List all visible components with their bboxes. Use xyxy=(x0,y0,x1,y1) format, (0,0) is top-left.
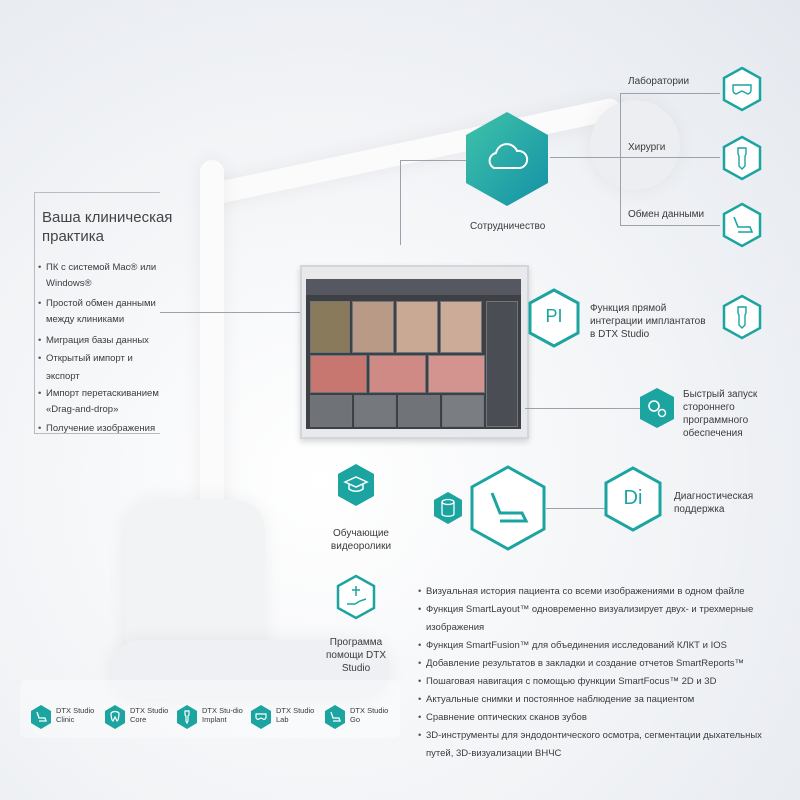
xray-image xyxy=(442,395,484,427)
product-icon-go xyxy=(324,704,346,730)
dental-chair-icon xyxy=(490,492,529,523)
dental-chair-icon xyxy=(733,216,754,233)
connector-line xyxy=(620,93,621,226)
connector-line xyxy=(400,160,401,245)
feature-item: Актуальные снимки и постоянное наблюдени… xyxy=(418,691,788,709)
connector-line xyxy=(620,225,720,226)
feature-item: Добавление результатов в закладки и созд… xyxy=(418,655,788,673)
diagnostic-icon-text: Di xyxy=(623,487,643,509)
software-toolbar xyxy=(306,279,521,295)
partner-hexagon-surgeons xyxy=(722,135,762,181)
software-screen xyxy=(306,271,521,429)
center-hexagon xyxy=(470,465,546,551)
dental-chair-icon xyxy=(330,711,341,722)
connector-line xyxy=(620,93,720,94)
background-pole xyxy=(200,160,224,520)
implant-integration-icon-text: PI xyxy=(545,306,563,326)
collaboration-hexagon xyxy=(464,110,550,208)
partner-hexagon-labs xyxy=(722,66,762,112)
quick-launch-label: Быстрый запуск стороннего программного о… xyxy=(683,389,758,439)
list-item: Миграция базы данных xyxy=(38,332,163,350)
side-panel xyxy=(486,301,518,427)
product-icon-lab xyxy=(250,704,272,730)
teeth-photo xyxy=(369,355,426,393)
face-photo xyxy=(440,301,482,353)
tooth-icon xyxy=(110,710,120,722)
background-lamp-head xyxy=(590,100,680,190)
product-label-clinic: DTX Studio Clinic xyxy=(56,706,95,724)
implant-icon xyxy=(737,147,747,170)
connector-line xyxy=(550,157,720,158)
diagnostic-hexagon: Di xyxy=(604,466,662,532)
background-chair-base xyxy=(110,640,390,700)
product-icon-core xyxy=(104,704,126,730)
implant-icon xyxy=(184,710,190,725)
feature-item: Сравнение оптических сканов зубов xyxy=(418,709,788,727)
feature-item: Пошаговая навигация с помощью функции Sm… xyxy=(418,673,788,691)
software-monitor xyxy=(300,265,529,439)
partner-label-exchange: Обмен данными xyxy=(628,209,705,220)
database-icon xyxy=(441,498,455,517)
implant-integration-side-hexagon xyxy=(722,294,762,340)
implant-integration-label: Функция прямой интеграции имплантатов в … xyxy=(590,303,706,340)
feature-item: Визуальная история пациента со всеми изо… xyxy=(418,583,788,601)
clinical-practice-title: Ваша клиническая практика xyxy=(42,209,173,245)
list-item: Открытый импорт и экспорт xyxy=(38,350,163,386)
list-item: ПК с системой Mac® или Windows® xyxy=(38,260,163,292)
dental-chair-icon xyxy=(36,711,47,722)
partner-hexagon-exchange xyxy=(722,202,762,248)
video-hexagon xyxy=(336,462,376,508)
xray-image xyxy=(354,395,396,427)
database-hexagon xyxy=(432,490,464,526)
dental-lab-icon xyxy=(732,84,752,95)
list-item: Простой обмен данными между клиниками xyxy=(38,296,163,328)
connector-line xyxy=(546,508,606,509)
collaboration-label: Сотрудничество xyxy=(470,221,546,232)
teeth-photo xyxy=(428,355,485,393)
product-label-go: DTX Studio Go xyxy=(350,706,389,724)
feature-item: 3D-инструменты для эндодонтического осмо… xyxy=(418,727,788,763)
quick-launch-hexagon xyxy=(638,386,676,430)
connector-line xyxy=(525,408,640,409)
product-icon-clinic xyxy=(30,704,52,730)
xray-image xyxy=(398,395,440,427)
feature-item: Функция SmartFusion™ для объединения исс… xyxy=(418,637,788,655)
skull-image xyxy=(310,301,350,353)
diagnostic-label: Диагностическая поддержка xyxy=(674,491,754,515)
list-item: Импорт перетаскиванием «Drag-and-drop» xyxy=(38,386,163,418)
teeth-photo xyxy=(310,355,367,393)
clinical-practice-list: ПК с системой Mac® или Windows® Простой … xyxy=(38,260,163,438)
face-photo xyxy=(352,301,394,353)
feature-item: Функция SmartLayout™ одновременно визуал… xyxy=(418,601,788,637)
connector-line xyxy=(160,312,300,313)
window-titlebar xyxy=(306,271,521,279)
implant-integration-hexagon: PI xyxy=(528,288,580,348)
video-label: Обучающие видеоролики xyxy=(330,528,392,552)
implant-icon xyxy=(737,306,747,329)
product-icon-implant xyxy=(176,704,198,730)
product-label-core: DTX Studio Core xyxy=(130,706,169,724)
features-list: Визуальная история пациента со всеми изо… xyxy=(418,583,788,763)
help-label: Программа помощи DTX Studio xyxy=(325,637,386,674)
dental-lab-icon xyxy=(255,713,267,720)
face-photo xyxy=(396,301,438,353)
xray-image xyxy=(310,395,352,427)
background-lamp-arm xyxy=(207,96,623,206)
help-hexagon xyxy=(336,574,376,620)
help-hand-icon xyxy=(347,586,367,605)
product-label-lab: DTX Studio Lab xyxy=(276,706,315,724)
connector-line xyxy=(400,160,466,161)
gears-icon xyxy=(648,400,667,418)
cloud-icon xyxy=(488,143,529,169)
graduation-cap-icon xyxy=(343,476,369,492)
partner-label-labs: Лаборатории xyxy=(628,76,690,87)
list-item: Получение изображения xyxy=(38,420,163,438)
partner-label-surgeons: Хирурги xyxy=(628,142,666,153)
product-label-implant: DTX Stu-dio Implant xyxy=(202,706,243,724)
